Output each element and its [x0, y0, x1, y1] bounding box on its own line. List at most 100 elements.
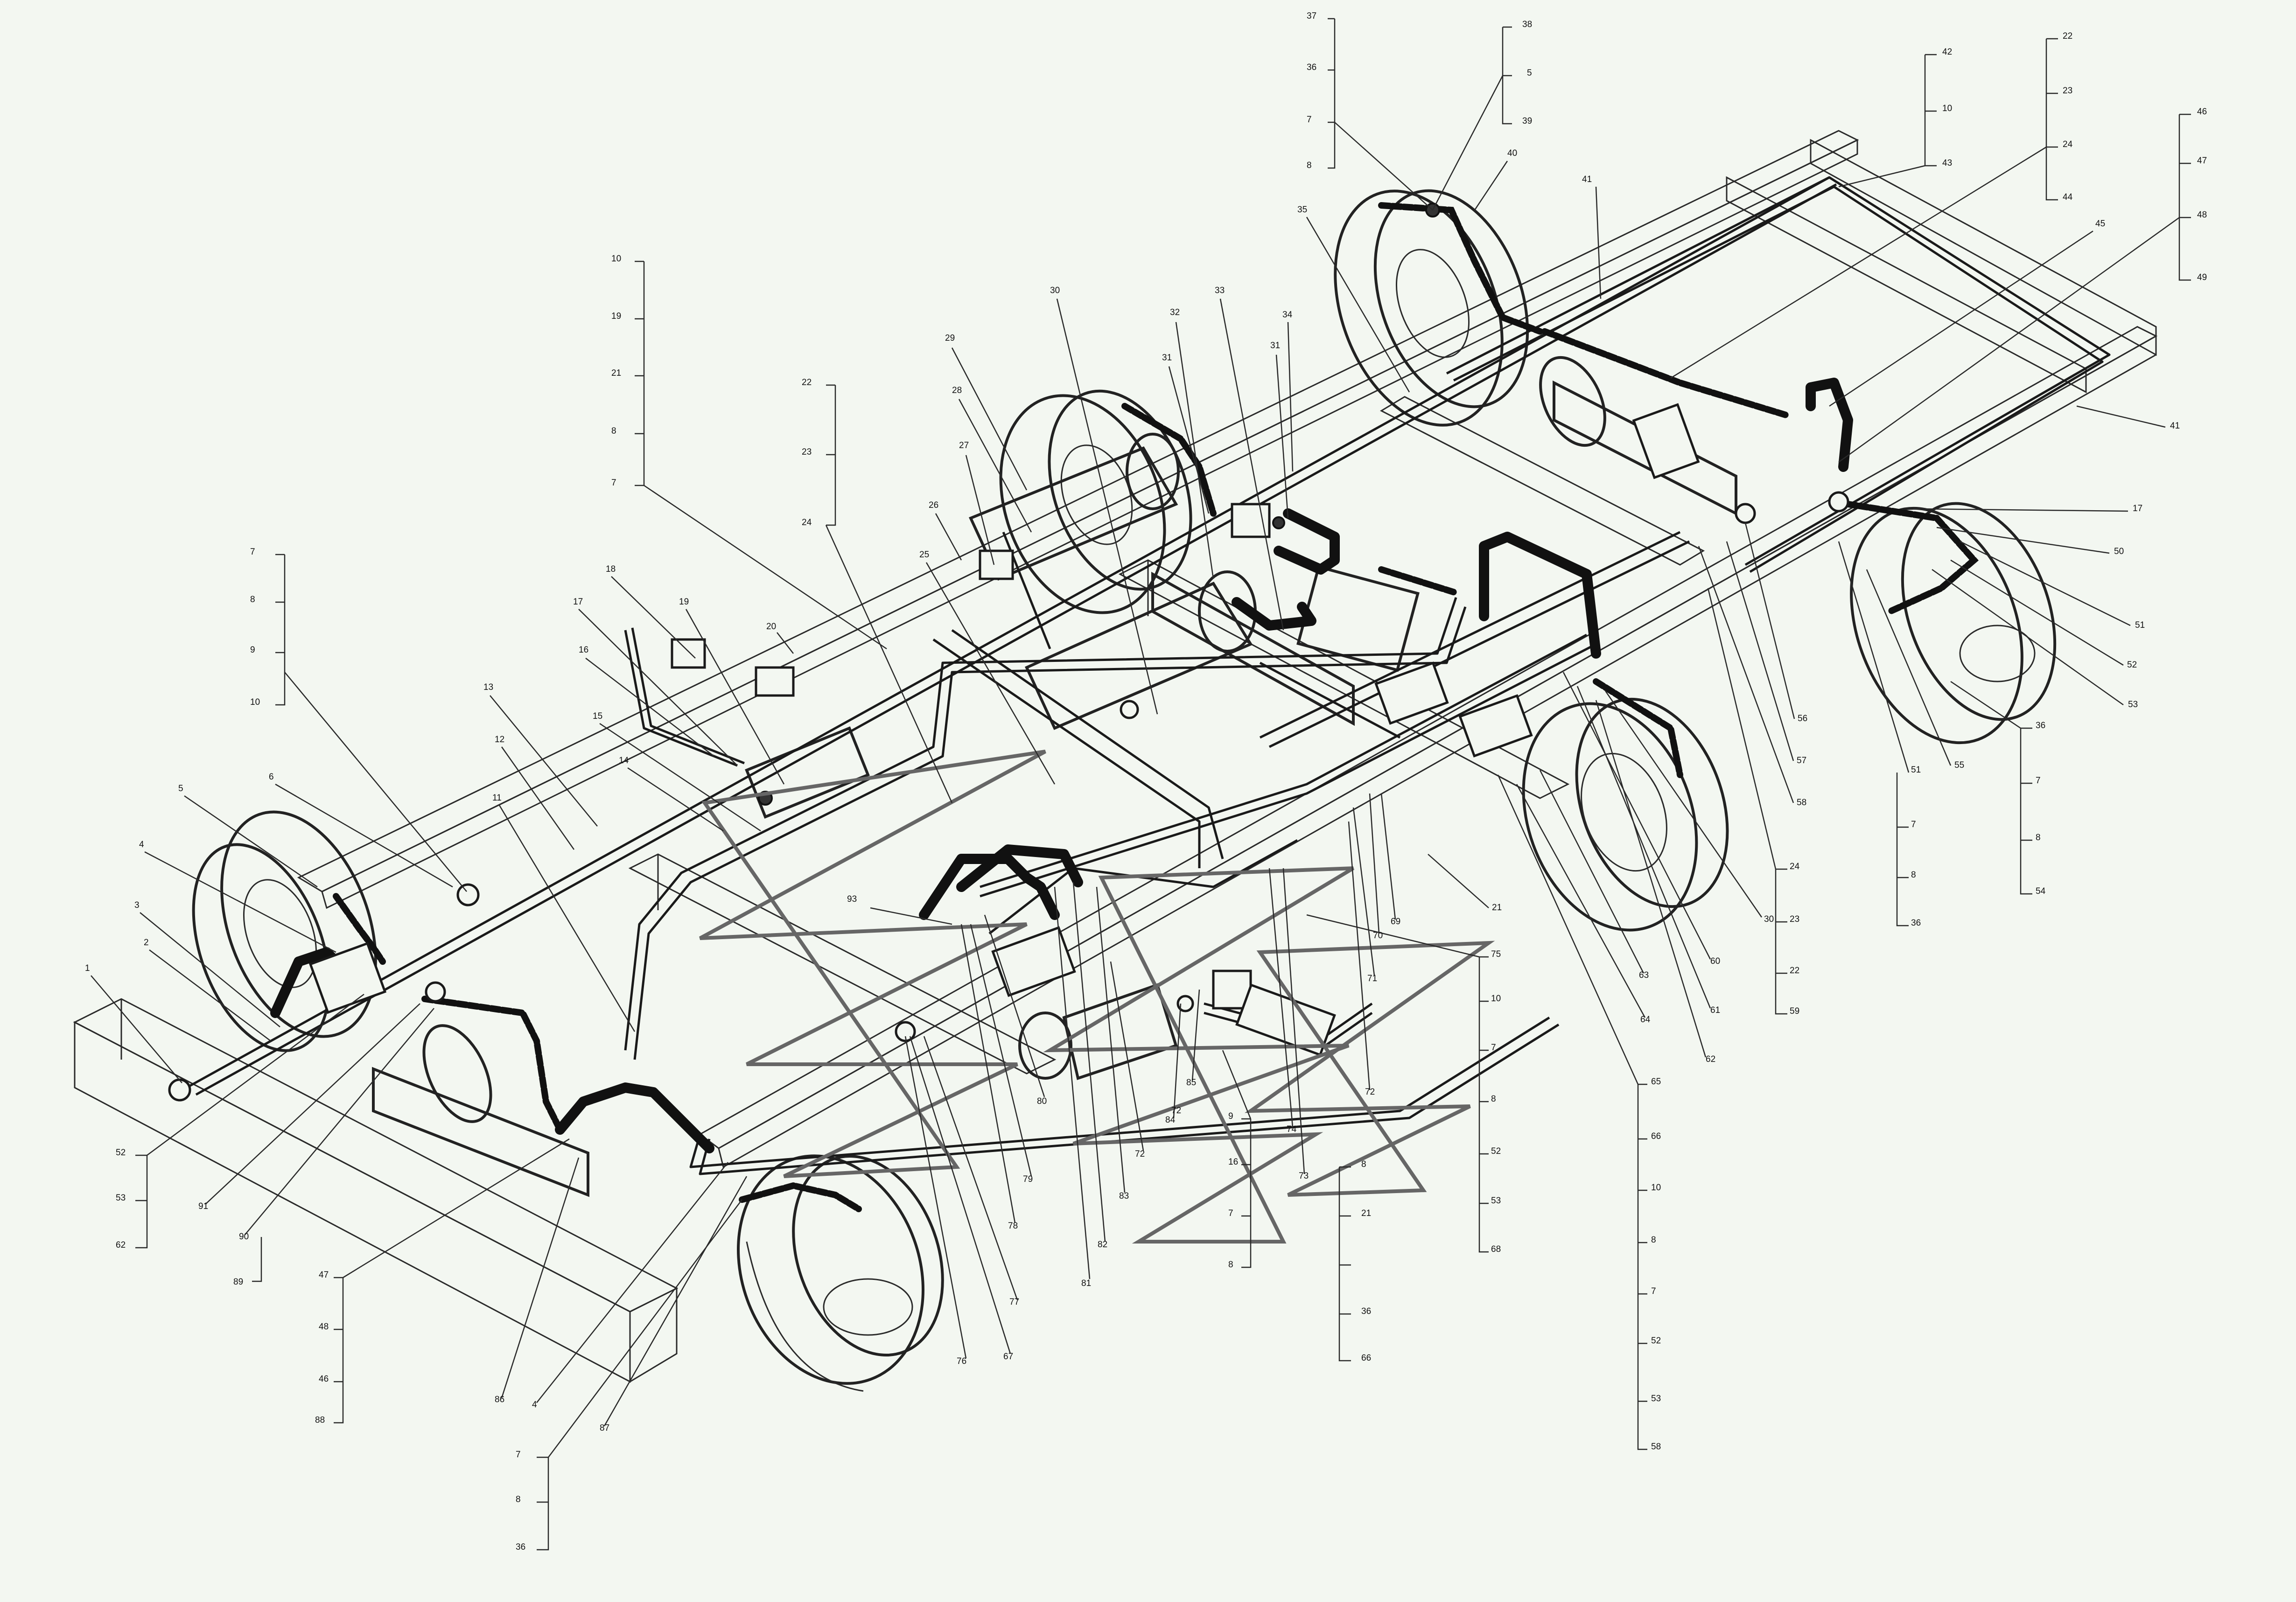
part-number-label: 53 [1491, 1196, 1501, 1206]
part-number-label: 39 [1522, 116, 1532, 126]
part-number-label: 25 [919, 550, 929, 560]
part-number-label: 24 [2063, 140, 2073, 149]
part-number-labels: 3736783853940421043222324444647484945414… [85, 11, 2207, 1552]
part-number-label: 51 [1911, 765, 1921, 775]
part-number-label: 91 [198, 1202, 208, 1211]
part-number-label: 37 [1307, 11, 1316, 21]
part-number-label: 18 [606, 564, 616, 574]
part-number-label: 7 [1491, 1043, 1496, 1053]
part-number-label: 93 [847, 894, 857, 904]
part-number-label: 8 [1651, 1235, 1656, 1245]
part-number-label: 78 [1008, 1221, 1018, 1231]
part-number-label: 40 [1507, 148, 1517, 158]
part-number-label: 7 [250, 547, 255, 557]
part-number-label: 60 [1710, 956, 1720, 966]
wheel-front-right [737, 1154, 944, 1392]
wheel-front-left [192, 810, 377, 1052]
part-number-label: 65 [1651, 1077, 1661, 1087]
part-number-label: 66 [1651, 1131, 1661, 1141]
part-number-label: 36 [1911, 918, 1921, 928]
part-number-label: 69 [1391, 917, 1400, 927]
part-number-label: 62 [1706, 1054, 1715, 1064]
part-number-label: 22 [1790, 966, 1799, 976]
part-number-label: 31 [1162, 353, 1172, 363]
part-number-label: 61 [1710, 1005, 1720, 1015]
part-number-label: 7 [1911, 820, 1916, 829]
part-number-label: 80 [1037, 1096, 1047, 1106]
part-number-label: 5 [178, 784, 183, 794]
part-number-label: 58 [1651, 1442, 1661, 1452]
part-number-label: 8 [1361, 1159, 1366, 1169]
part-number-label: 70 [1373, 931, 1383, 941]
part-number-label: 56 [1798, 714, 1807, 724]
part-number-label: 46 [319, 1374, 329, 1384]
part-number-label: 52 [1651, 1336, 1661, 1346]
part-number-label: 11 [492, 793, 502, 803]
part-number-label: 51 [2135, 620, 2145, 630]
part-number-label: 31 [1270, 341, 1280, 351]
part-number-label: 58 [1797, 798, 1806, 808]
part-number-label: 42 [1942, 47, 1952, 57]
part-number-label: 83 [1119, 1191, 1129, 1201]
part-number-label: 45 [2095, 219, 2105, 229]
part-number-label: 72 [1171, 1106, 1181, 1116]
part-number-label: 20 [766, 622, 776, 632]
part-number-label: 50 [2114, 547, 2124, 556]
part-number-label: 8 [250, 595, 255, 604]
part-number-label: 8 [1307, 161, 1312, 170]
air-tanks [745, 433, 1257, 1080]
part-number-label: 90 [239, 1232, 249, 1242]
part-number-label: 86 [495, 1395, 504, 1405]
brake-hoses [270, 202, 1979, 1212]
part-number-label: 64 [1640, 1015, 1651, 1025]
part-number-label: 10 [611, 254, 621, 264]
part-number-label: 10 [1942, 104, 1952, 113]
part-number-label: 62 [116, 1240, 126, 1250]
part-number-label: 32 [1170, 308, 1180, 317]
part-number-label: 19 [611, 311, 621, 321]
part-number-label: 7 [1228, 1209, 1233, 1218]
part-number-label: 36 [516, 1542, 525, 1552]
flow-arrows [699, 750, 1495, 1244]
part-number-label: 71 [1367, 974, 1377, 984]
part-number-label: 87 [600, 1423, 609, 1433]
part-number-label: 79 [1023, 1174, 1033, 1184]
part-number-label: 36 [1361, 1307, 1371, 1316]
part-number-label: 52 [116, 1148, 126, 1158]
part-number-label: 23 [802, 447, 812, 457]
part-number-label: 52 [1491, 1146, 1501, 1156]
part-number-label: 46 [2197, 107, 2207, 117]
part-number-label: 36 [2036, 721, 2045, 731]
part-number-label: 76 [957, 1356, 966, 1366]
part-number-label: 2 [144, 938, 149, 948]
part-number-label: 7 [516, 1450, 521, 1460]
part-number-label: 17 [2133, 504, 2142, 513]
part-number-label: 3 [134, 900, 140, 910]
part-number-label: 88 [315, 1415, 325, 1425]
part-number-label: 59 [1790, 1006, 1799, 1016]
part-number-label: 38 [1522, 20, 1532, 29]
part-number-label: 23 [1790, 914, 1799, 924]
part-number-label: 9 [1228, 1111, 1233, 1121]
part-number-label: 7 [611, 478, 616, 488]
part-number-label: 14 [619, 756, 629, 766]
part-number-label: 5 [1527, 68, 1532, 78]
part-number-label: 27 [959, 441, 969, 450]
part-number-label: 43 [1942, 158, 1952, 168]
part-number-label: 24 [802, 518, 812, 527]
part-number-label: 72 [1365, 1087, 1375, 1097]
part-number-label: 24 [1790, 862, 1800, 871]
part-number-label: 36 [1307, 63, 1316, 72]
part-number-label: 85 [1186, 1078, 1196, 1088]
part-number-label: 35 [1297, 205, 1307, 215]
part-number-label: 66 [1361, 1353, 1371, 1363]
part-number-label: 4 [139, 840, 144, 850]
part-number-label: 15 [593, 711, 602, 721]
part-number-label: 81 [1081, 1279, 1091, 1288]
part-number-label: 57 [1797, 756, 1806, 766]
part-number-label: 52 [2127, 660, 2137, 670]
part-number-label: 7 [1651, 1286, 1656, 1296]
part-number-label: 4 [532, 1400, 537, 1410]
part-number-label: 53 [1651, 1394, 1661, 1404]
